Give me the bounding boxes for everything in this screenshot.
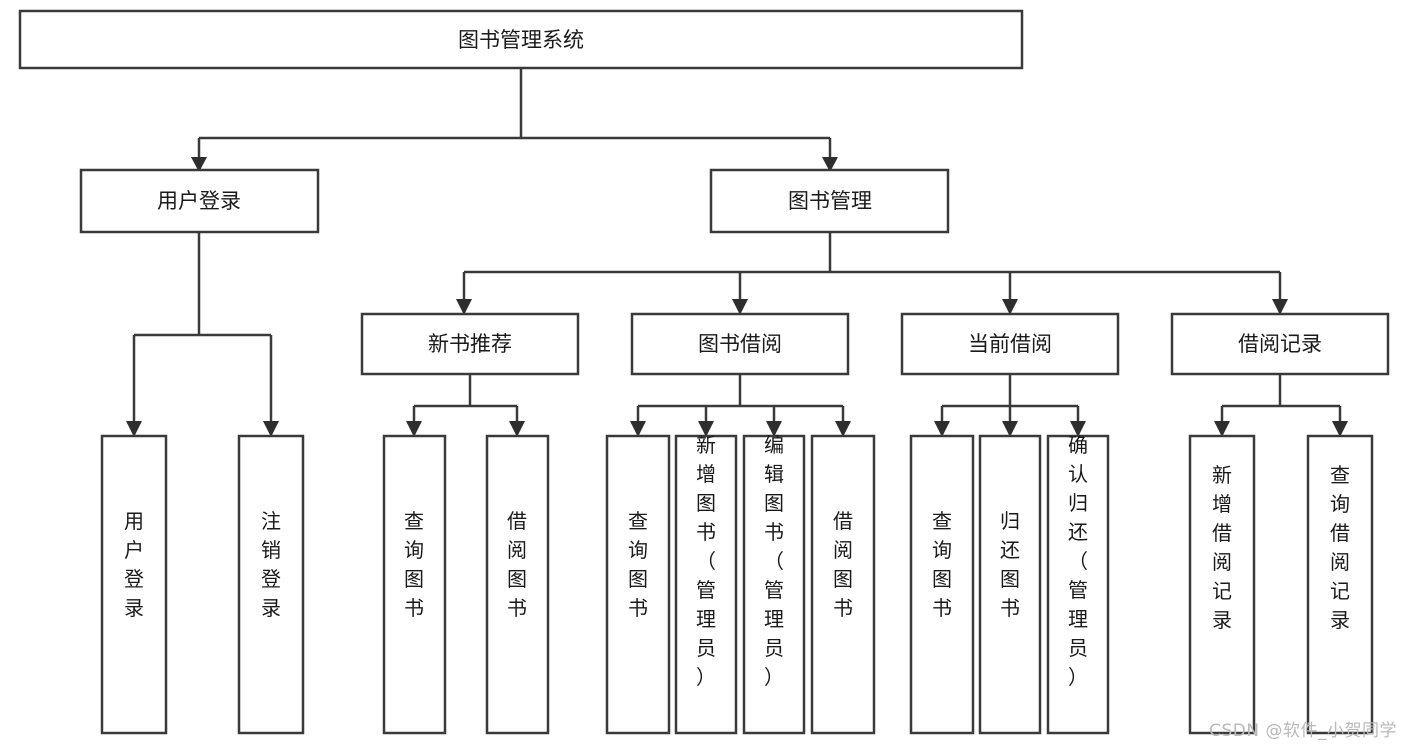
leaf-label-vertical: 查询图书 (628, 509, 648, 620)
node-new-book-recommend-box[interactable] (360, 312, 580, 376)
leaf-record-add[interactable]: 新增借阅记录 (1188, 434, 1256, 735)
arrow-head-icon (698, 421, 714, 437)
leaf-user-login-signin[interactable]: 用户登录 (100, 434, 168, 735)
leaf-box[interactable] (674, 434, 738, 735)
connector-layer (126, 68, 1348, 437)
node-book-borrow-label: 图书借阅 (698, 332, 782, 356)
node-new-book-recommend-label: 新书推荐 (428, 332, 512, 356)
leaf-current-confirm-return[interactable]: 确认归还（管理员） (1046, 433, 1110, 735)
leaf-label-vertical: 查询借阅记录 (1330, 463, 1350, 632)
leaf-record-query[interactable]: 查询借阅记录 (1306, 434, 1374, 735)
node-current-borrow-box[interactable] (900, 312, 1120, 376)
node-user-login-label: 用户登录 (157, 189, 241, 213)
arrow-head-icon (732, 299, 748, 315)
node-current-borrow[interactable]: 当前借阅 (900, 312, 1120, 376)
node-current-borrow-label: 当前借阅 (968, 332, 1052, 356)
leaf-box[interactable] (382, 434, 447, 735)
leaf-label-vertical: 新增图书（管理员） (696, 433, 716, 689)
node-root-label: 图书管理系统 (458, 28, 584, 52)
arrow-head-icon (191, 157, 207, 172)
leaf-user-login-signout[interactable]: 注销登录 (237, 434, 305, 735)
leaf-current-query[interactable]: 查询图书 (909, 434, 975, 735)
node-root[interactable]: 图书管理系统 (18, 9, 1024, 70)
leaf-label-vertical: 查询图书 (404, 509, 424, 620)
arrow-head-icon (1002, 299, 1018, 315)
leaf-box[interactable] (485, 434, 550, 735)
node-book-borrow-box[interactable] (630, 312, 850, 376)
leaf-box[interactable] (1306, 434, 1374, 735)
leaf-box[interactable] (605, 434, 671, 735)
node-new-book-recommend[interactable]: 新书推荐 (360, 312, 580, 376)
node-book-management-box[interactable] (709, 168, 950, 234)
leaf-label-vertical: 归还图书 (1000, 509, 1020, 620)
leaf-current-return[interactable]: 归还图书 (978, 434, 1042, 735)
leaf-box[interactable] (100, 434, 168, 735)
leaf-newbook-borrow[interactable]: 借阅图书 (485, 434, 550, 735)
leaf-box[interactable] (810, 434, 876, 735)
leaf-borrow-add[interactable]: 新增图书（管理员） (674, 433, 738, 735)
leaf-label-vertical: 借阅图书 (833, 509, 853, 620)
csdn-watermark: CSDN @软件_小贺同学 (1209, 721, 1397, 741)
node-user-login-box[interactable] (79, 168, 320, 234)
arrow-head-icon (1002, 421, 1018, 437)
arrow-head-icon (263, 421, 279, 437)
node-borrow-record-box[interactable] (1170, 312, 1390, 376)
arrow-head-icon (126, 421, 142, 437)
node-user-login[interactable]: 用户登录 (79, 168, 320, 234)
leaf-box[interactable] (1046, 434, 1110, 735)
leaf-box[interactable] (742, 434, 806, 735)
leaf-label-vertical: 借阅图书 (507, 509, 527, 620)
leaf-newbook-query[interactable]: 查询图书 (382, 434, 447, 735)
arrow-head-icon (822, 157, 838, 172)
leaf-box[interactable] (909, 434, 975, 735)
arrow-head-icon (509, 421, 525, 437)
node-book-borrow[interactable]: 图书借阅 (630, 312, 850, 376)
arrow-head-icon (835, 421, 851, 437)
leaf-borrow-lend[interactable]: 借阅图书 (810, 434, 876, 735)
arrow-head-icon (1272, 299, 1288, 315)
node-book-management-label: 图书管理 (788, 189, 872, 213)
leaf-borrow-query[interactable]: 查询图书 (605, 434, 671, 735)
node-borrow-record-label: 借阅记录 (1238, 332, 1322, 356)
leaf-label-vertical: 用户登录 (124, 509, 144, 620)
leaf-box[interactable] (1188, 434, 1256, 735)
leaf-box[interactable] (237, 434, 305, 735)
arrow-head-icon (1070, 421, 1086, 437)
node-root-box[interactable] (18, 9, 1024, 70)
arrow-head-icon (934, 421, 950, 437)
leaf-label-vertical: 新增借阅记录 (1212, 463, 1232, 632)
leaf-label-vertical: 查询图书 (932, 509, 952, 620)
node-borrow-record[interactable]: 借阅记录 (1170, 312, 1390, 376)
leaf-label-vertical: 确认归还（管理员） (1068, 433, 1088, 689)
arrow-head-icon (630, 421, 646, 437)
arrow-head-icon (456, 299, 472, 315)
leaf-box[interactable] (978, 434, 1042, 735)
arrow-head-icon (766, 421, 782, 437)
node-book-management[interactable]: 图书管理 (709, 168, 950, 234)
leaf-borrow-edit[interactable]: 编辑图书（管理员） (742, 433, 806, 735)
arrow-head-icon (1214, 421, 1230, 437)
arrow-head-icon (406, 421, 422, 437)
arrow-head-icon (1332, 421, 1348, 437)
leaf-label-vertical: 注销登录 (261, 509, 281, 620)
leaf-label-vertical: 编辑图书（管理员） (764, 433, 784, 689)
